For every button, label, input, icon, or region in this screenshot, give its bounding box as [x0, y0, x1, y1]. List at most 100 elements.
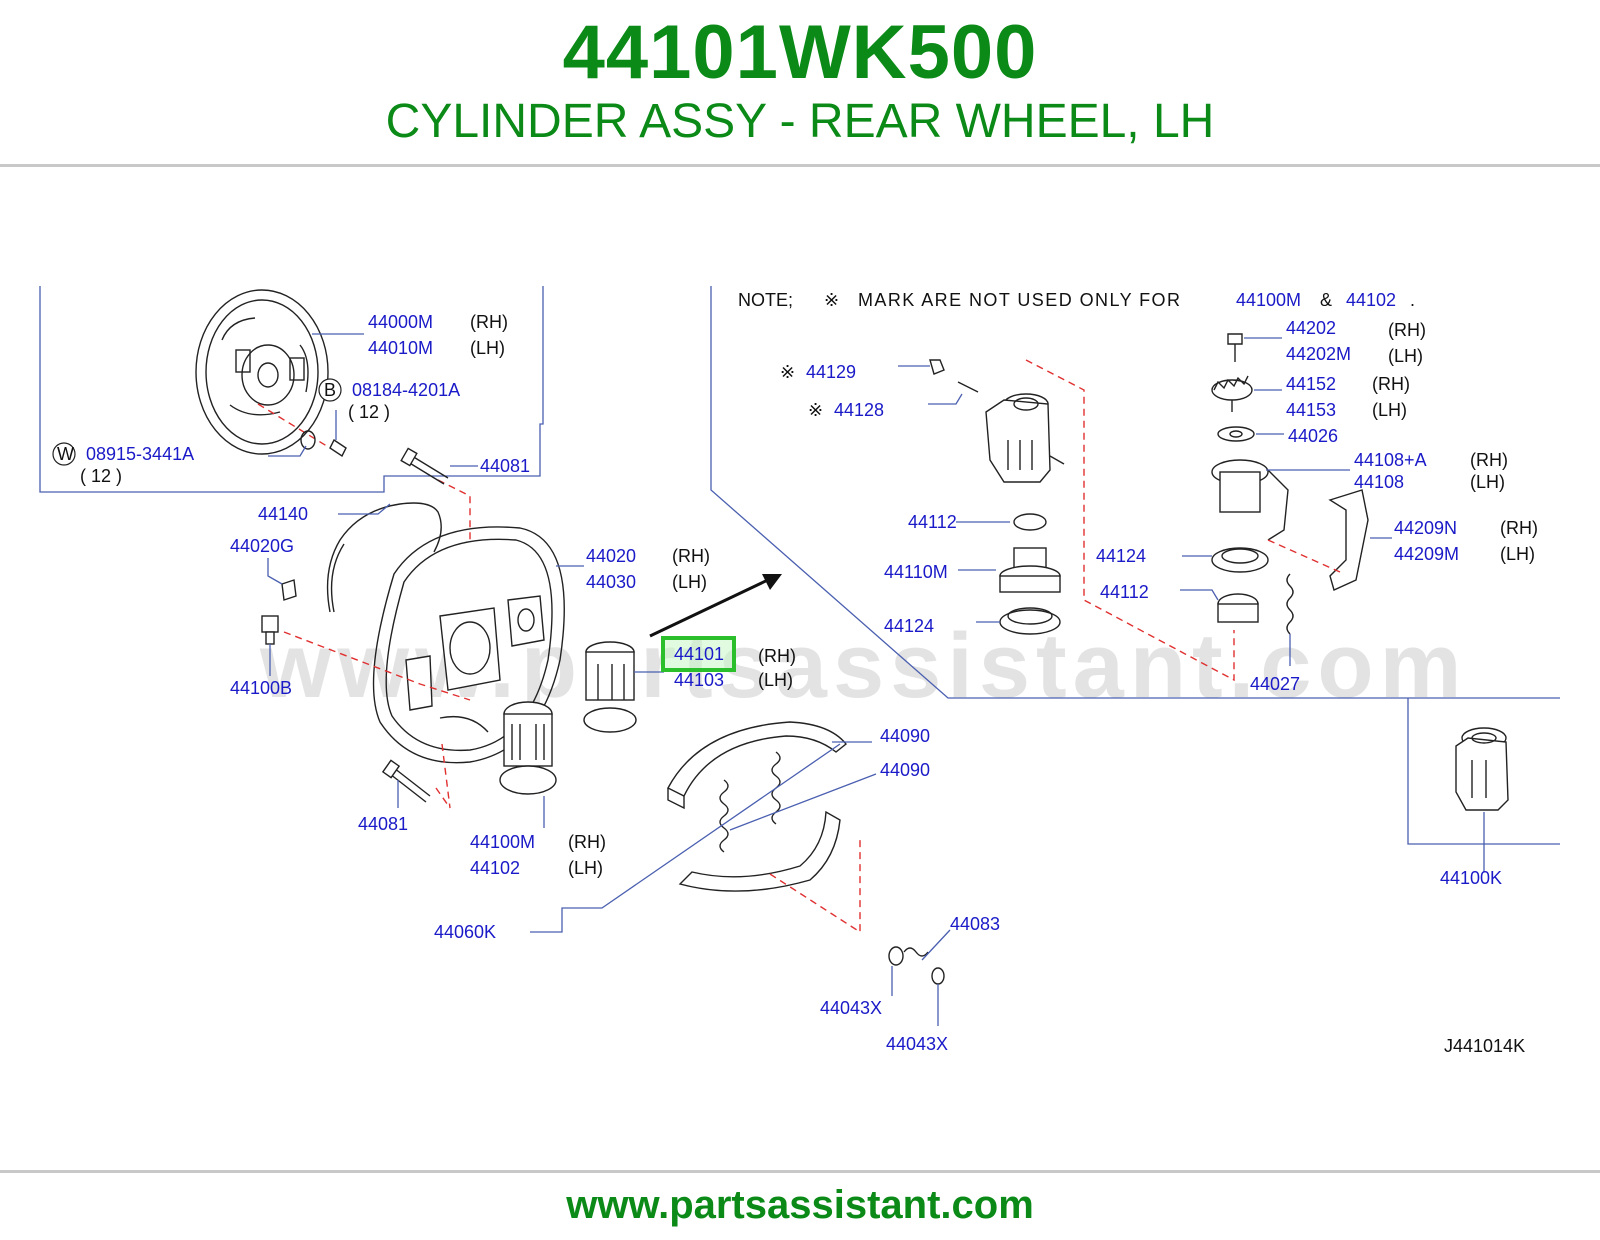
part-label-44010M[interactable]: 44010M [368, 338, 433, 358]
b-circle-icon [318, 378, 342, 402]
part-label-44140[interactable]: 44140 [258, 504, 308, 524]
part-label-44124-a[interactable]: 44124 [884, 616, 934, 636]
part-label-44128[interactable]: 44128 [834, 400, 884, 420]
header-divider [0, 164, 1600, 167]
note-end: . [1410, 290, 1415, 310]
adjuster-parts-drawing [1211, 333, 1369, 635]
circle-label-w: W [57, 444, 74, 464]
side-label-44000M: (RH) [470, 312, 508, 332]
part-label-44030[interactable]: 44030 [586, 572, 636, 592]
backing-plate-assembly-drawing [195, 289, 347, 458]
part-label-44102[interactable]: 44102 [470, 858, 520, 878]
leader-44090-b [729, 773, 877, 831]
part-description-subtitle: CYLINDER ASSY - REAR WHEEL, LH [385, 95, 1215, 148]
part-label-08915[interactable]: 08915-3441A [86, 444, 194, 464]
part-label-44209M[interactable]: 44209M [1394, 544, 1459, 564]
side-label-44101: (RH) [758, 646, 796, 666]
part-label-44110M[interactable]: 44110M [884, 562, 948, 582]
side-label-44010M: (LH) [470, 338, 505, 358]
footer-url-link[interactable]: www.partsassistant.com [566, 1183, 1034, 1227]
leader-08915 [268, 445, 307, 457]
part-label-44020[interactable]: 44020 [586, 546, 636, 566]
leader-44083 [921, 929, 951, 961]
part-label-44108A[interactable]: 44108+A [1354, 450, 1427, 470]
part-label-44112-b[interactable]: 44112 [1100, 582, 1149, 602]
note-mark-44128: ※ [808, 400, 823, 420]
part-label-44000M[interactable]: 44000M [368, 312, 433, 332]
part-label-44100K[interactable]: 44100K [1440, 868, 1502, 888]
leader-44128 [928, 393, 963, 405]
note-ref-44102[interactable]: 44102 [1346, 290, 1396, 310]
bleeder-44100B-drawing [261, 615, 279, 645]
part-label-44101[interactable]: 44101 [674, 644, 724, 664]
part-label-44020G[interactable]: 44020G [230, 536, 294, 556]
part-label-44043X-b[interactable]: 44043X [886, 1034, 948, 1054]
part-label-44026[interactable]: 44026 [1288, 426, 1338, 446]
side-label-44108A: (RH) [1470, 450, 1508, 470]
spring-pins-drawing [888, 946, 945, 985]
part-label-44108[interactable]: 44108 [1354, 472, 1404, 492]
seal-44112-drawing [1013, 513, 1047, 531]
side-label-44108: (LH) [1470, 472, 1505, 492]
part-label-44100M[interactable]: 44100M [470, 832, 535, 852]
detail-arrow-head [762, 574, 782, 590]
part-label-44083[interactable]: 44083 [950, 914, 1000, 934]
part-label-44060K[interactable]: 44060K [434, 922, 496, 942]
note-text: MARK ARE NOT USED ONLY FOR [858, 290, 1180, 310]
part-label-44100B[interactable]: 44100B [230, 678, 292, 698]
part-label-44112-a[interactable]: 44112 [908, 512, 957, 532]
footer-divider [0, 1170, 1600, 1173]
side-label-44202M: (LH) [1388, 346, 1423, 366]
note-ampersand: & [1320, 290, 1332, 310]
leader-44112-b [1180, 589, 1219, 601]
part-label-44081-bottom[interactable]: 44081 [358, 814, 408, 834]
dash-44081-top [437, 479, 471, 540]
inset-frame-right [710, 286, 1560, 699]
note-prefix: NOTE; [738, 290, 793, 310]
part-label-08184[interactable]: 08184-4201A [352, 380, 460, 400]
cylinder-body-exploded-drawing [929, 359, 1065, 483]
part-label-44153[interactable]: 44153 [1286, 400, 1336, 420]
circle-label-b: B [324, 380, 336, 400]
leader-44060K [530, 743, 841, 933]
brake-pipe-44140-drawing [326, 502, 442, 613]
boot-44124-drawing [999, 607, 1061, 635]
part-label-44090-b[interactable]: 44090 [880, 760, 930, 780]
part-label-44202M[interactable]: 44202M [1286, 344, 1351, 364]
dash-44083 [769, 840, 861, 934]
wheel-cylinder-44101-drawing [583, 641, 637, 733]
part-label-44129[interactable]: 44129 [806, 362, 856, 382]
side-label-44102: (LH) [568, 858, 603, 878]
brake-shoes-44060K-drawing [667, 721, 847, 892]
diagram-code: J441014K [1444, 1036, 1525, 1056]
dash-44081-bottom [435, 743, 451, 809]
detail-arrow-line [649, 576, 773, 638]
side-label-44030: (LH) [672, 572, 707, 592]
wheel-cylinder-44100M-drawing [499, 701, 557, 795]
part-label-44209N[interactable]: 44209N [1394, 518, 1457, 538]
inset-frame-small [1407, 698, 1560, 845]
wheel-cylinder-44100K-drawing [1455, 727, 1509, 811]
note-mark-44129: ※ [780, 362, 795, 382]
piston-44110M-drawing [999, 547, 1061, 593]
part-label-44152[interactable]: 44152 [1286, 374, 1336, 394]
side-label-44153: (LH) [1372, 400, 1407, 420]
part-label-44027[interactable]: 44027 [1250, 674, 1300, 694]
part-label-44043X-a[interactable]: 44043X [820, 998, 882, 1018]
dash-44100B [283, 631, 471, 701]
w-circle-icon [52, 442, 76, 466]
side-label-44100M: (RH) [568, 832, 606, 852]
dash-cylinder-axis [1025, 359, 1235, 682]
part-label-44103[interactable]: 44103 [674, 670, 724, 690]
qty-label-08915: ( 12 ) [80, 466, 122, 486]
note-ref-44100M[interactable]: 44100M [1236, 290, 1301, 310]
highlight-box-44101 [661, 636, 736, 672]
inset-frame-left [39, 286, 544, 493]
part-number-title: 44101WK500 [562, 10, 1038, 95]
part-label-44081-top[interactable]: 44081 [480, 456, 530, 476]
part-label-44202[interactable]: 44202 [1286, 318, 1336, 338]
part-label-44090-a[interactable]: 44090 [880, 726, 930, 746]
side-label-44020: (RH) [672, 546, 710, 566]
side-label-44202: (RH) [1388, 320, 1426, 340]
part-label-44124-b[interactable]: 44124 [1096, 546, 1146, 566]
